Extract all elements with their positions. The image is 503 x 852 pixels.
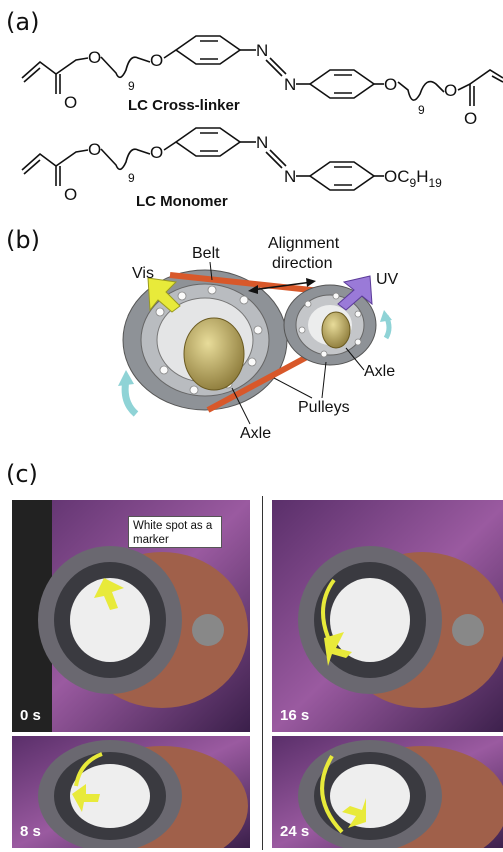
panel-label-c: (c)	[6, 460, 38, 488]
photo-frame-24s: 24 s	[272, 736, 503, 848]
chain-subscript: 9	[128, 171, 135, 185]
ester-oxygen: O	[64, 93, 77, 112]
time-stamp: 16 s	[280, 707, 310, 724]
ether-oxygen: O	[150, 143, 163, 162]
belt-label: Belt	[192, 245, 220, 262]
azo-nitrogen: N	[284, 167, 296, 186]
chemical-structures: O O 9 O N N O 9 O O LC Cross-linker	[21, 35, 503, 210]
time-stamp: 8 s	[20, 823, 41, 840]
direction-label: direction	[272, 255, 332, 272]
chain-subscript: 9	[128, 79, 135, 93]
ester-oxygen: O	[464, 109, 477, 128]
pulleys-label: Pulleys	[298, 399, 350, 416]
alignment-arrow	[248, 278, 316, 294]
crosslinker-label: LC Cross-linker	[128, 97, 240, 114]
crosslinker-structure: O O 9 O N N O 9 O O LC Cross-linker	[21, 35, 503, 128]
ether-oxygen: O	[150, 51, 163, 70]
time-stamp: 0 s	[20, 707, 41, 724]
ether-oxygen: O	[384, 75, 397, 94]
axle-label-small: Axle	[364, 363, 395, 380]
ester-oxygen: O	[444, 81, 457, 100]
photo-frame-0s: 0 s	[12, 500, 250, 732]
alignment-label: Alignment	[268, 235, 340, 252]
axle-label-large: Axle	[240, 425, 271, 442]
small-pulley	[283, 284, 377, 366]
vis-label: Vis	[132, 265, 154, 282]
panel-label-b: (b)	[6, 226, 40, 254]
svg-text:OC9H19: OC9H19	[384, 167, 442, 190]
uv-arrow	[337, 275, 373, 311]
ester-oxygen: O	[88, 140, 101, 159]
small-axle	[321, 311, 351, 349]
photo-frame-16s: 16 s	[272, 500, 503, 732]
azo-nitrogen: N	[284, 75, 296, 94]
photo-frame-8s: 8 s	[12, 736, 250, 848]
large-axle	[183, 317, 245, 391]
alkoxy-tail: OC9H19	[384, 167, 442, 190]
motor-diagram: Vis UV Belt Alignment direction Axle Axl…	[118, 235, 399, 442]
azo-nitrogen: N	[256, 133, 268, 152]
uv-label: UV	[376, 271, 399, 288]
azo-nitrogen: N	[256, 41, 268, 60]
monomer-label: LC Monomer	[136, 193, 228, 210]
panel-label-a: (a)	[6, 8, 40, 36]
marker-callout: White spot as a marker	[128, 516, 222, 548]
vis-arrow	[147, 277, 181, 313]
chain-subscript: 9	[418, 103, 425, 117]
ball-bearings	[155, 285, 362, 395]
monomer-structure: O O 9 O N N OC9H19 LC Monomer	[21, 127, 442, 210]
photo-divider	[262, 496, 263, 850]
belt	[169, 272, 331, 413]
rotation-arrow-large	[121, 379, 139, 417]
time-stamp: 24 s	[280, 823, 310, 840]
ester-oxygen: O	[64, 185, 77, 204]
ester-oxygen: O	[88, 48, 101, 67]
